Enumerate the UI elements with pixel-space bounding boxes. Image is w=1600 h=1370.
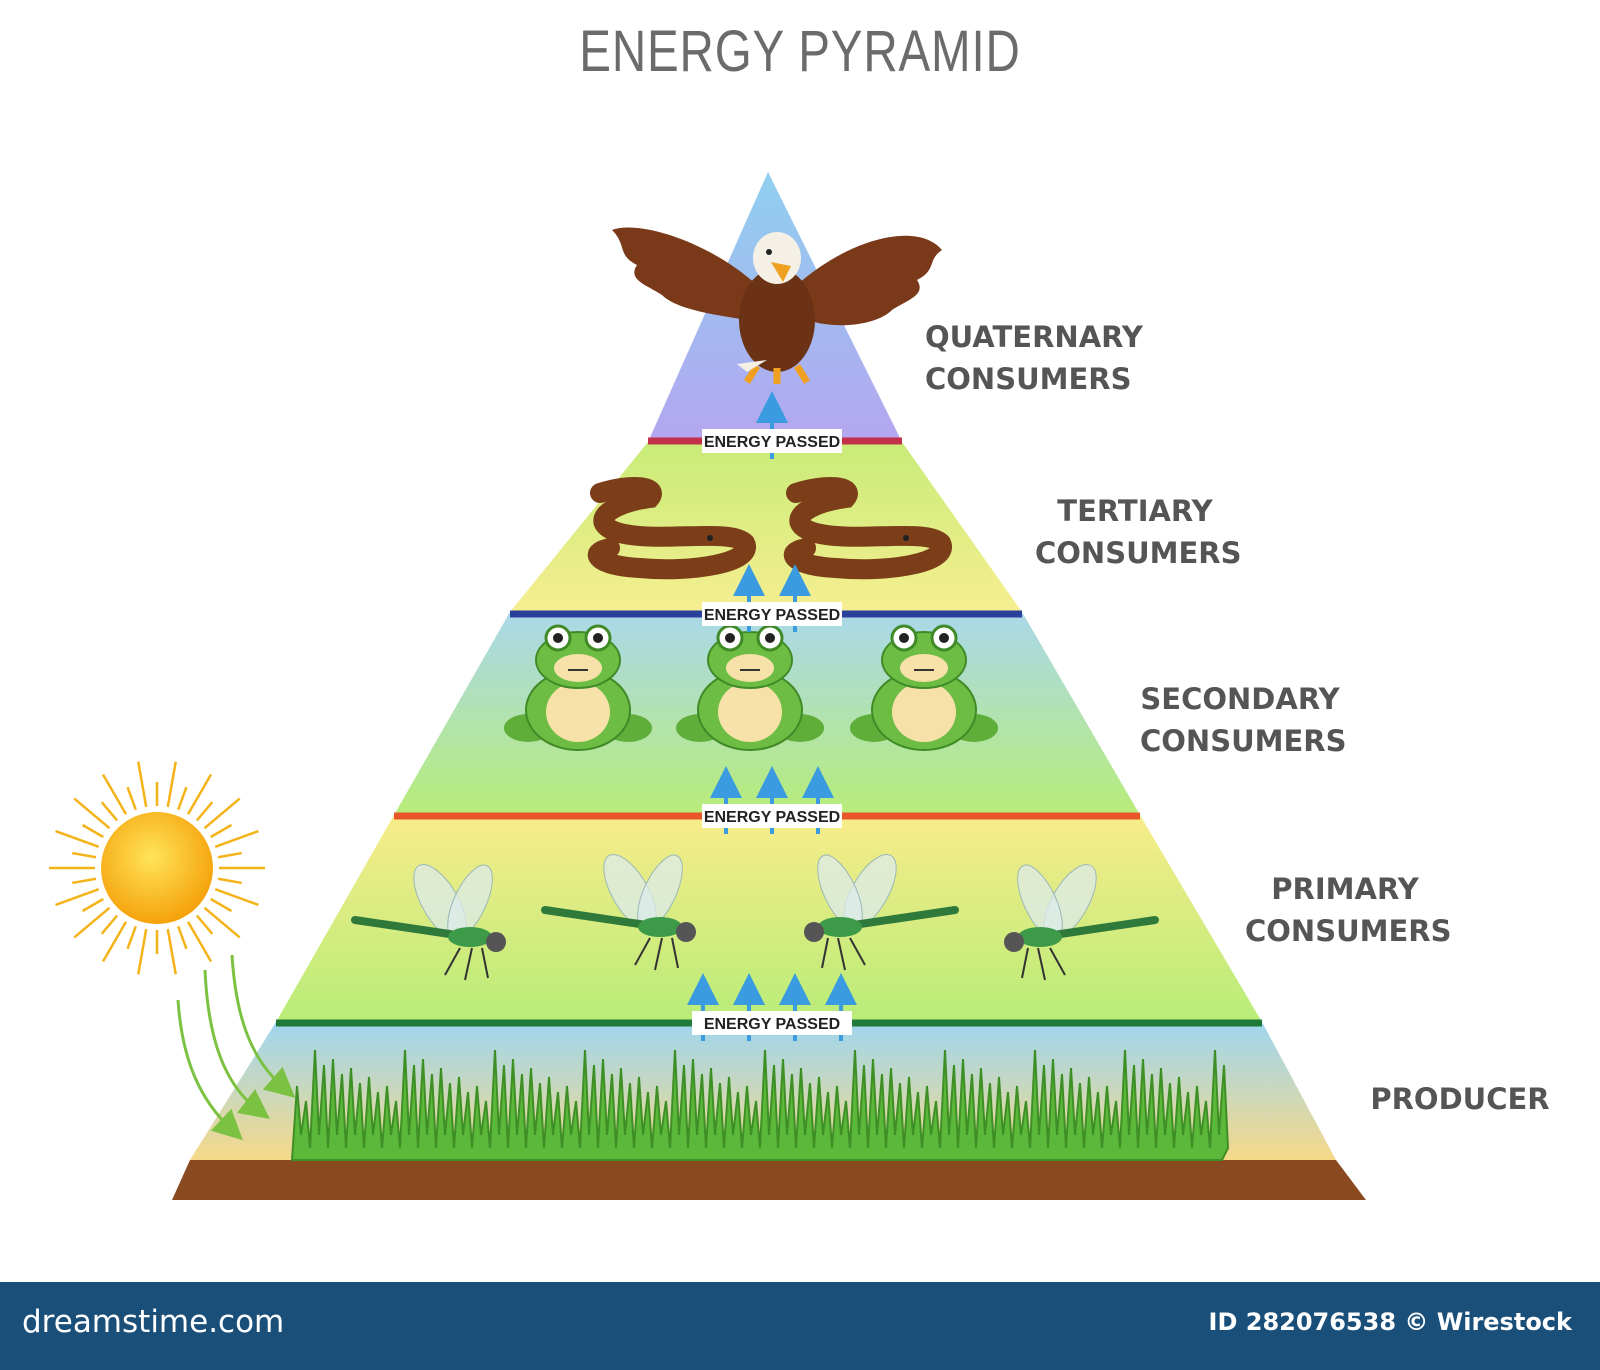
label-primary-consumers: PRIMARY CONSUMERS bbox=[1245, 868, 1452, 952]
footer-bar: dreamstime.com ID 282076538 © Wirestock bbox=[0, 1282, 1600, 1370]
level-label-line: TERTIARY bbox=[1057, 494, 1213, 528]
dragonfly-icon bbox=[351, 864, 506, 981]
grass-icon bbox=[290, 1049, 1230, 1161]
energy-passed-label: ENERGY PASSED bbox=[704, 809, 840, 826]
frog-icon bbox=[676, 624, 824, 751]
snake-icon bbox=[783, 477, 952, 580]
snake-icon bbox=[587, 477, 756, 580]
tier-primary bbox=[276, 815, 1262, 1022]
frog-icon bbox=[504, 624, 652, 751]
sun-icon bbox=[49, 761, 265, 975]
energy-label-box bbox=[702, 602, 842, 626]
level-label-line: PRIMARY bbox=[1271, 872, 1419, 906]
label-tertiary-consumers: TERTIARY CONSUMERS bbox=[1035, 490, 1242, 574]
dragonfly-icon bbox=[804, 854, 959, 971]
level-label-line: CONSUMERS bbox=[1035, 536, 1242, 570]
dragonfly-icon bbox=[1004, 864, 1159, 981]
level-label-line: SECONDARY bbox=[1140, 682, 1340, 716]
energy-label-box bbox=[702, 429, 842, 453]
eagle-icon bbox=[612, 227, 942, 384]
level-label-line: QUATERNARY bbox=[925, 320, 1143, 354]
label-quaternary-consumers: QUATERNARY CONSUMERS bbox=[925, 316, 1143, 400]
level-label-line: CONSUMERS bbox=[1140, 724, 1347, 758]
tier-tertiary bbox=[510, 442, 1022, 612]
footer-brand: dreamstime.com bbox=[22, 1304, 285, 1340]
level-label-line: CONSUMERS bbox=[1245, 914, 1452, 948]
energy-label-box bbox=[702, 804, 842, 828]
sunlight-arrows bbox=[176, 954, 296, 1141]
label-producer: PRODUCER bbox=[1360, 1078, 1560, 1120]
footer-credit: ID 282076538 © Wirestock bbox=[1208, 1308, 1572, 1336]
level-label-line: CONSUMERS bbox=[925, 362, 1132, 396]
level-label-line: PRODUCER bbox=[1370, 1082, 1550, 1116]
energy-label-box bbox=[692, 1011, 852, 1035]
frog-icon bbox=[850, 624, 998, 751]
pyramid: ENERGY PASSED ENERGY PASSED ENERGY PASSED E… bbox=[49, 172, 1366, 1200]
energy-passed-label: ENERGY PASSED bbox=[704, 607, 840, 624]
soil-base bbox=[172, 1160, 1366, 1200]
energy-passed-label: ENERGY PASSED bbox=[704, 1016, 840, 1033]
label-secondary-consumers: SECONDARY CONSUMERS bbox=[1140, 678, 1347, 762]
diagram-title: ENERGY PYRAMID bbox=[579, 19, 1021, 84]
energy-passed-label: ENERGY PASSED bbox=[704, 434, 840, 451]
dragonfly-icon bbox=[541, 854, 696, 971]
